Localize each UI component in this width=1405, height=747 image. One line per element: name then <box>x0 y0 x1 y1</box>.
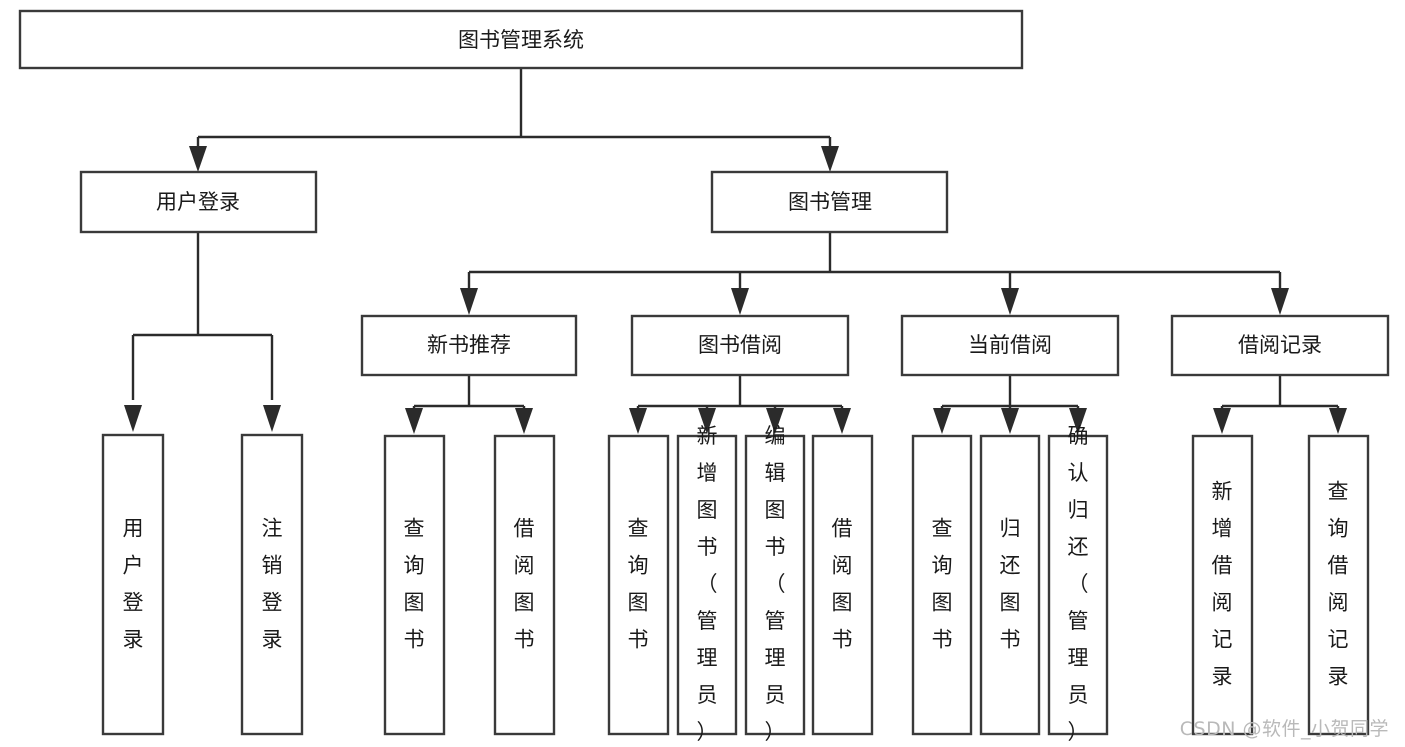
arrowhead-book-manage <box>821 146 839 172</box>
node-leaf-edit-book-box[interactable] <box>744 434 806 736</box>
node-root-box[interactable] <box>18 9 1024 70</box>
node-root-label: 图书管理系统 <box>458 28 584 52</box>
node-leaf-query-book-1-label: 查询图书 <box>404 517 425 652</box>
arrowhead-leaf-query-book-2 <box>629 408 647 434</box>
node-leaf-query-book-3-label: 查询图书 <box>932 517 953 652</box>
node-leaf-query-book-2-label: 查询图书 <box>628 517 649 652</box>
node-leaf-edit-book[interactable]: 编辑图书（管理员） <box>744 424 806 744</box>
node-leaf-query-book-1[interactable]: 查询图书 <box>383 434 446 736</box>
arrowhead-leaf-borrow-book-1 <box>515 408 533 434</box>
node-leaf-user-login[interactable]: 用户登录 <box>101 433 165 736</box>
node-leaf-add-record[interactable]: 新增借阅记录 <box>1191 434 1254 736</box>
arrowhead-leaf-user-logout <box>263 405 281 432</box>
node-leaf-query-book-2[interactable]: 查询图书 <box>607 434 670 736</box>
node-root[interactable]: 图书管理系统 <box>18 9 1024 70</box>
node-leaf-confirm-return-box[interactable] <box>1047 434 1109 736</box>
arrowhead-leaf-query-record <box>1329 408 1347 434</box>
node-leaf-query-book-1-box[interactable] <box>383 434 446 736</box>
arrowhead-current-borrow <box>1001 288 1019 315</box>
node-leaf-query-record-label: 查询借阅记录 <box>1328 480 1349 689</box>
csdn-watermark: CSDN @软件_小贺同学 <box>1179 718 1389 740</box>
connector-group-new-book-rec <box>405 375 533 434</box>
node-leaf-query-book-2-box[interactable] <box>607 434 670 736</box>
node-book-manage-box[interactable] <box>710 170 949 234</box>
arrowhead-new-book-rec <box>460 288 478 315</box>
node-current-borrow-label: 当前借阅 <box>968 333 1052 357</box>
arrowhead-leaf-query-book-1 <box>405 408 423 434</box>
node-new-book-rec[interactable]: 新书推荐 <box>360 314 578 377</box>
arrowhead-book-borrow <box>731 288 749 315</box>
node-leaf-query-book-3[interactable]: 查询图书 <box>911 434 973 736</box>
node-leaf-query-book-3-box[interactable] <box>911 434 973 736</box>
node-borrow-record-box[interactable] <box>1170 314 1390 377</box>
arrowhead-leaf-user-login <box>124 405 142 432</box>
node-current-borrow[interactable]: 当前借阅 <box>900 314 1120 377</box>
node-leaf-return-book[interactable]: 归还图书 <box>979 434 1041 736</box>
node-leaf-confirm-return[interactable]: 确认归还（管理员） <box>1047 424 1109 744</box>
node-book-borrow-label: 图书借阅 <box>698 333 782 357</box>
node-leaf-borrow-book-2-box[interactable] <box>811 434 874 736</box>
node-leaf-add-book[interactable]: 新增图书（管理员） <box>676 424 738 744</box>
node-leaf-return-book-label: 归还图书 <box>1000 517 1021 652</box>
node-leaf-user-logout-label: 注销登录 <box>262 517 283 652</box>
arrowhead-leaf-query-book-3 <box>933 408 951 434</box>
node-new-book-rec-box[interactable] <box>360 314 578 377</box>
node-leaf-add-record-box[interactable] <box>1191 434 1254 736</box>
node-leaf-query-record-box[interactable] <box>1307 434 1370 736</box>
connector-group-root <box>189 68 839 172</box>
node-borrow-record-label: 借阅记录 <box>1238 333 1322 357</box>
node-leaf-query-record[interactable]: 查询借阅记录 <box>1307 434 1370 736</box>
node-leaf-borrow-book-2[interactable]: 借阅图书 <box>811 434 874 736</box>
arrowhead-leaf-return-book <box>1001 408 1019 434</box>
connector-group-book-borrow <box>629 375 851 434</box>
node-leaf-user-logout[interactable]: 注销登录 <box>240 433 304 736</box>
node-leaf-add-book-label: 新增图书（管理员） <box>697 424 718 744</box>
node-book-borrow-box[interactable] <box>630 314 850 377</box>
node-user-login-label: 用户登录 <box>156 190 240 214</box>
arrowhead-user-login <box>189 146 207 172</box>
node-user-login[interactable]: 用户登录 <box>79 170 318 234</box>
arrowhead-borrow-record <box>1271 288 1289 315</box>
arrowhead-leaf-borrow-book-2 <box>833 408 851 434</box>
node-book-borrow[interactable]: 图书借阅 <box>630 314 850 377</box>
node-leaf-add-record-label: 新增借阅记录 <box>1212 480 1233 689</box>
node-leaf-borrow-book-2-label: 借阅图书 <box>832 517 853 652</box>
connector-group-user-login <box>124 232 281 432</box>
node-current-borrow-box[interactable] <box>900 314 1120 377</box>
node-leaf-add-book-box[interactable] <box>676 434 738 736</box>
node-borrow-record[interactable]: 借阅记录 <box>1170 314 1390 377</box>
arrowhead-leaf-add-book <box>698 408 716 434</box>
arrowhead-leaf-edit-book <box>766 408 784 434</box>
node-leaf-confirm-return-label: 确认归还（管理员） <box>1068 424 1089 744</box>
node-book-manage-label: 图书管理 <box>788 190 872 214</box>
connector-group-book-manage <box>460 232 1289 315</box>
connector-group-current-borrow <box>933 375 1087 434</box>
node-book-manage[interactable]: 图书管理 <box>710 170 949 234</box>
node-leaf-borrow-book-1-box[interactable] <box>493 434 556 736</box>
node-leaf-borrow-book-1[interactable]: 借阅图书 <box>493 434 556 736</box>
arrowhead-leaf-confirm-return <box>1069 408 1087 434</box>
node-user-login-box[interactable] <box>79 170 318 234</box>
node-leaf-user-logout-box[interactable] <box>240 433 304 736</box>
node-leaf-edit-book-label: 编辑图书（管理员） <box>765 424 786 744</box>
node-new-book-rec-label: 新书推荐 <box>427 333 511 357</box>
connector-group-borrow-record <box>1213 375 1347 434</box>
node-leaf-user-login-box[interactable] <box>101 433 165 736</box>
arrowhead-leaf-add-record <box>1213 408 1231 434</box>
node-leaf-user-login-label: 用户登录 <box>123 517 144 652</box>
node-leaf-borrow-book-1-label: 借阅图书 <box>514 517 535 652</box>
node-leaf-return-book-box[interactable] <box>979 434 1041 736</box>
